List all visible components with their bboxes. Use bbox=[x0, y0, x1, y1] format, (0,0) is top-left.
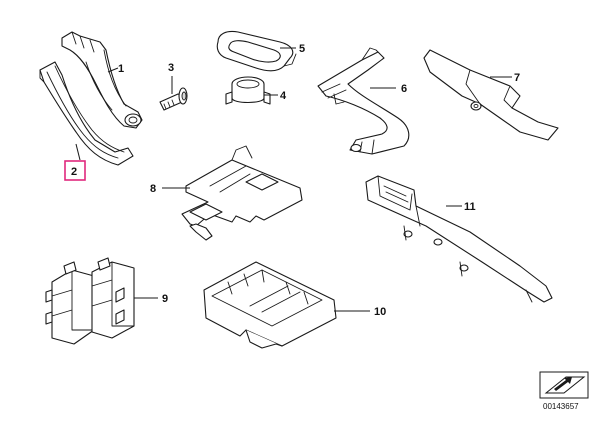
callout-5[interactable]: 5 bbox=[299, 43, 305, 55]
callout-10[interactable]: 10 bbox=[374, 306, 386, 318]
leader-1 bbox=[107, 67, 119, 73]
callout-11[interactable]: 11 bbox=[464, 201, 476, 213]
callout-3[interactable]: 3 bbox=[168, 62, 174, 74]
callout-1[interactable]: 1 bbox=[118, 63, 124, 75]
diagram-code: 00143657 bbox=[543, 402, 579, 411]
part-7-bracket[interactable] bbox=[423, 49, 559, 141]
part-2-bracket[interactable] bbox=[39, 61, 134, 166]
part-8-plate[interactable] bbox=[181, 145, 303, 241]
part-6-bracket[interactable] bbox=[317, 47, 410, 155]
callout-7[interactable]: 7 bbox=[514, 72, 520, 84]
part-1-bracket[interactable] bbox=[61, 31, 143, 129]
leader-2 bbox=[75, 143, 81, 161]
part-3-screw[interactable] bbox=[159, 87, 188, 111]
callout-2[interactable]: 2 bbox=[71, 166, 77, 178]
callout-6[interactable]: 6 bbox=[401, 83, 407, 95]
part-4-clip[interactable] bbox=[225, 76, 271, 105]
highlight-box-part-2 bbox=[64, 160, 86, 181]
arrow-on-plane-icon bbox=[539, 371, 589, 399]
part-11-rail[interactable] bbox=[365, 175, 553, 303]
part-9-connector[interactable] bbox=[45, 257, 135, 345]
part-10-tray[interactable] bbox=[203, 261, 337, 349]
callout-4[interactable]: 4 bbox=[280, 90, 287, 102]
callout-9[interactable]: 9 bbox=[162, 293, 168, 305]
callout-8[interactable]: 8 bbox=[150, 183, 156, 195]
part-5-gasket[interactable] bbox=[216, 30, 297, 72]
